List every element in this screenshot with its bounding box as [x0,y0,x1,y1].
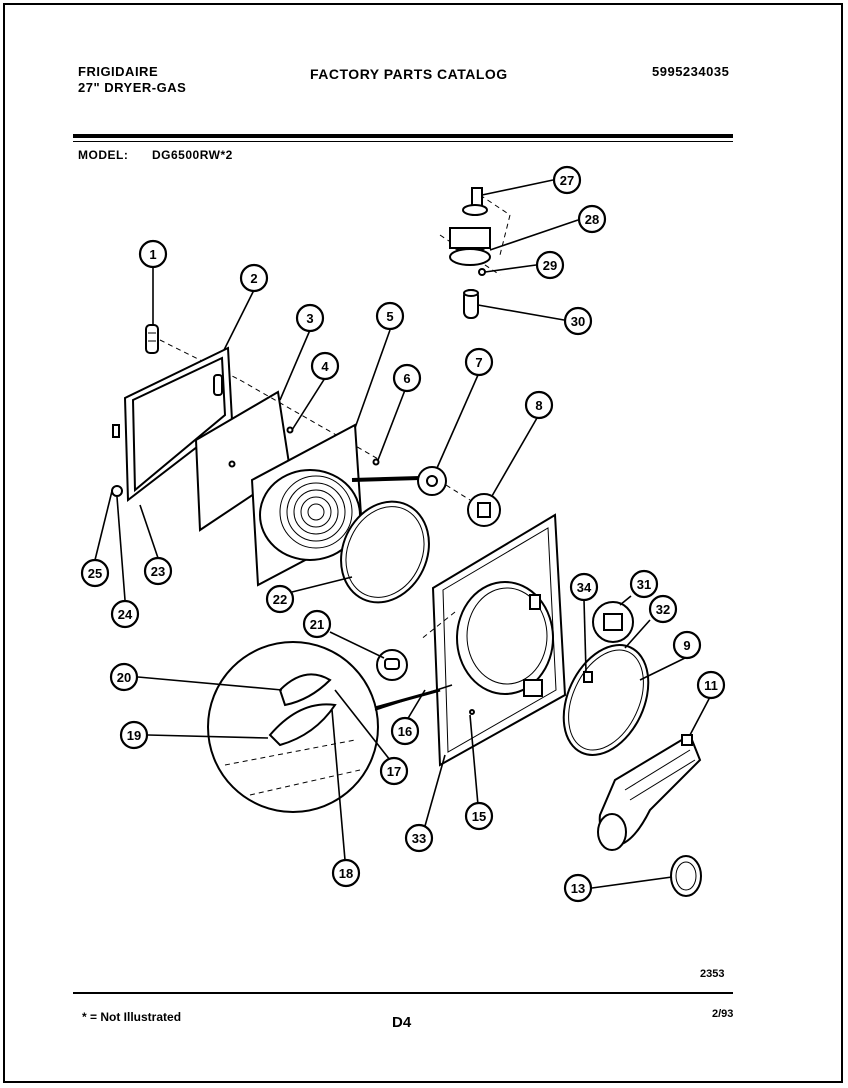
svg-text:32: 32 [656,602,670,617]
svg-text:3: 3 [306,311,313,326]
svg-text:15: 15 [472,809,486,824]
callout-29: 29 [535,250,565,280]
svg-text:22: 22 [273,592,287,607]
callout-27: 27 [552,165,582,195]
header-rule-thick [73,134,733,138]
svg-text:31: 31 [637,577,651,592]
svg-text:28: 28 [585,212,599,227]
callout-15: 15 [464,801,494,831]
catalog-number: 5995234035 [652,64,730,79]
svg-text:4: 4 [321,359,329,374]
svg-text:1: 1 [149,247,156,262]
model-value: DG6500RW*2 [152,148,233,162]
svg-text:25: 25 [88,566,102,581]
svg-text:29: 29 [543,258,557,273]
callout-20: 20 [109,662,139,692]
catalog-title: FACTORY PARTS CATALOG [310,66,508,82]
svg-text:9: 9 [683,638,690,653]
callout-34: 34 [569,572,599,602]
callout-23: 23 [143,556,173,586]
callout-28: 28 [577,204,607,234]
callout-30: 30 [563,306,593,336]
callout-6: 6 [392,363,422,393]
knob-assembly [439,187,511,319]
door-seal [340,500,430,604]
latch [376,649,408,681]
callout-32: 32 [648,594,678,624]
door-liner [250,423,380,587]
bearing-rings [562,601,650,756]
callout-9: 9 [672,630,702,660]
callout-19: 19 [119,720,149,750]
page-code: D4 [392,1014,412,1031]
footer-rule [73,992,733,994]
hinge-parts [351,466,501,527]
callout-22: 22 [265,584,295,614]
diagram-number: 2353 [700,968,725,980]
svg-text:19: 19 [127,728,141,743]
svg-text:2: 2 [250,271,257,286]
date-code: 2/93 [712,1008,734,1020]
svg-text:8: 8 [535,398,542,413]
svg-text:18: 18 [339,866,353,881]
model-label: MODEL: [78,148,129,162]
svg-text:23: 23 [151,564,165,579]
svg-text:27: 27 [560,173,574,188]
svg-text:7: 7 [475,355,482,370]
callout-18: 18 [331,858,361,888]
leader-lines [94,179,711,889]
callout-11: 11 [696,670,726,700]
callout-24: 24 [110,599,140,629]
callout-17: 17 [379,756,409,786]
callout-31: 31 [629,569,659,599]
svg-text:5: 5 [386,309,393,324]
product-name: 27" DRYER-GAS [78,80,187,95]
callout-21: 21 [302,609,332,639]
door-outer-panel [111,346,234,502]
svg-text:33: 33 [412,831,426,846]
brand-name: FRIGIDAIRE [78,64,159,79]
callout-5: 5 [375,301,405,331]
not-illustrated-note: * = Not Illustrated [82,1010,182,1024]
callout-2: 2 [239,263,269,293]
detail-magnifier [207,641,453,813]
header-rule-thin [73,141,733,142]
svg-text:30: 30 [571,314,585,329]
callout-4: 4 [310,351,340,381]
callout-8: 8 [524,390,554,420]
svg-text:20: 20 [117,670,131,685]
callout-1: 1 [138,239,168,269]
svg-text:13: 13 [571,881,585,896]
svg-text:17: 17 [387,764,401,779]
callout-33: 33 [404,823,434,853]
callout-16: 16 [390,716,420,746]
exhaust-duct [597,733,702,851]
callout-25: 25 [80,558,110,588]
svg-text:16: 16 [398,724,412,739]
svg-text:6: 6 [403,371,410,386]
svg-text:34: 34 [577,580,592,595]
svg-text:24: 24 [118,607,133,622]
svg-text:11: 11 [704,678,718,693]
svg-text:21: 21 [310,617,324,632]
page-frame [3,3,843,1083]
front-panel [419,513,567,767]
callout-7: 7 [464,347,494,377]
callout-13: 13 [563,873,593,903]
callout-3: 3 [295,303,325,333]
